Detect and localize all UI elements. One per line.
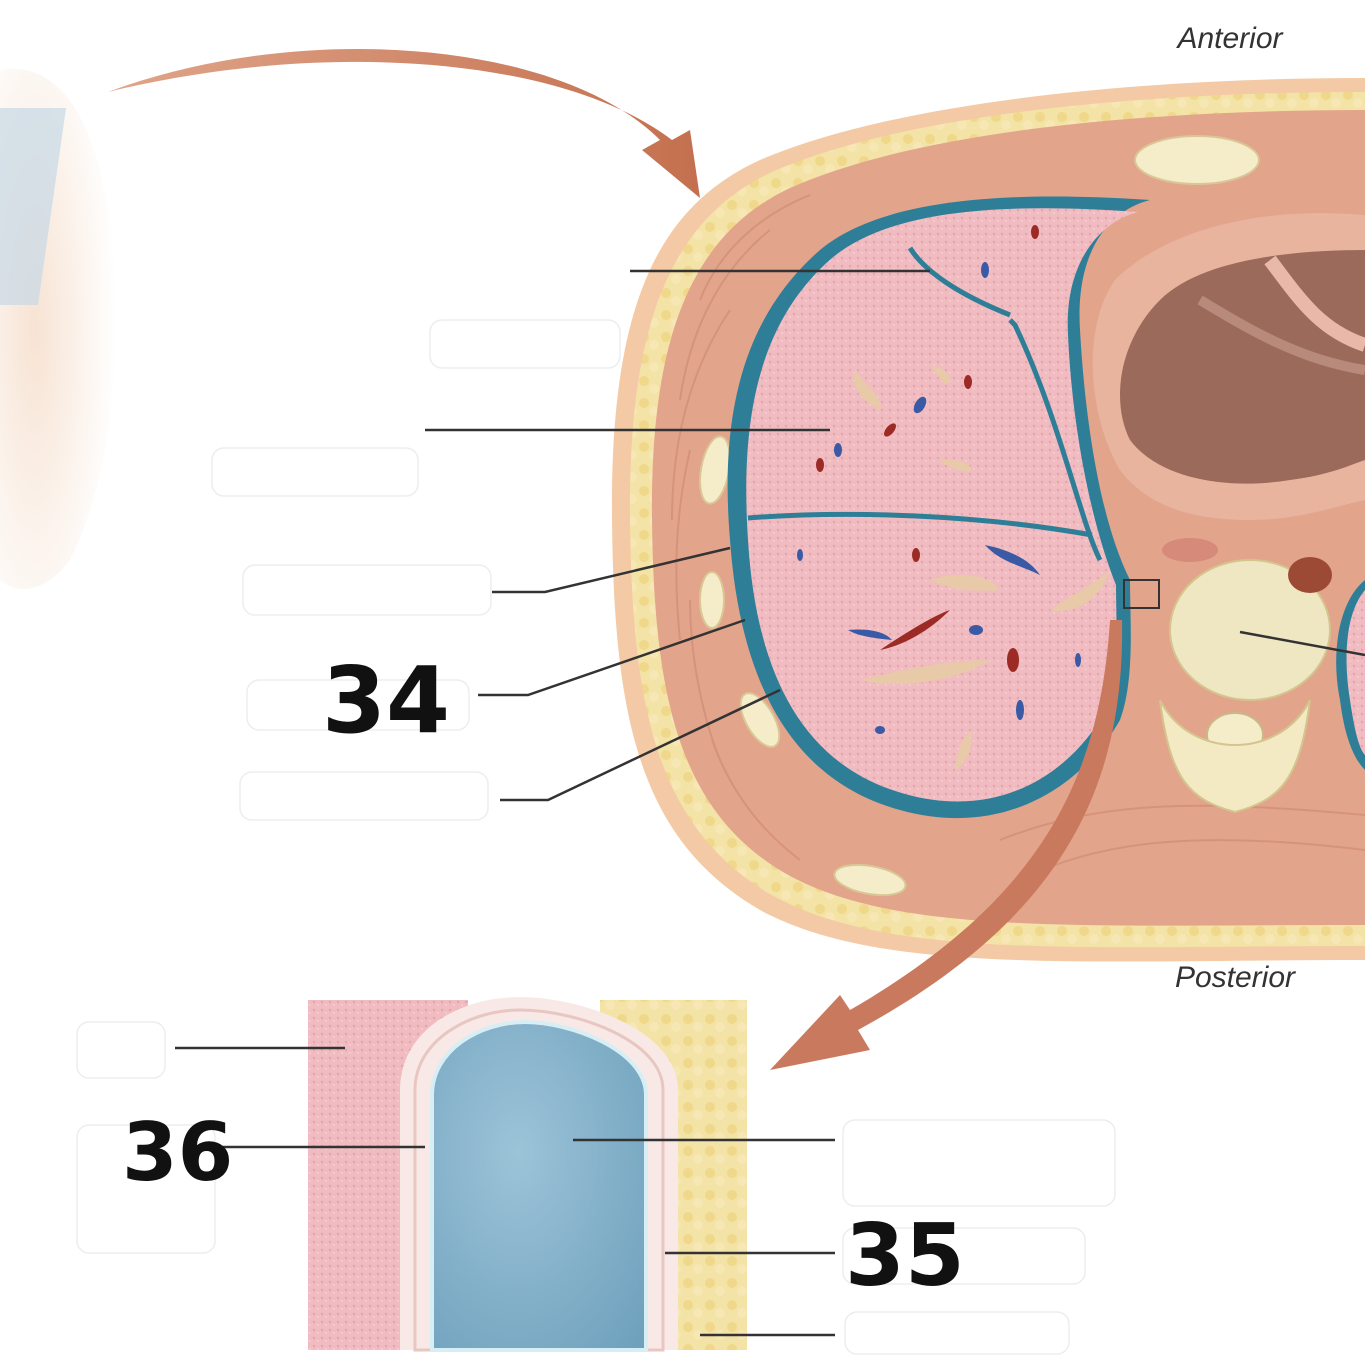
blank-label-3: [242, 564, 492, 616]
handwritten-number-34: 34: [322, 647, 450, 754]
sternum: [1134, 135, 1260, 185]
lung-vessels: [797, 225, 1110, 770]
blank-label-5: [239, 771, 489, 821]
blank-label-10: [844, 1311, 1070, 1355]
blank-label-4: [246, 679, 470, 731]
upper-answer-blanks[interactable]: [211, 319, 621, 821]
vertebra: [1159, 538, 1332, 814]
blank-label-7: [76, 1124, 216, 1254]
upper-leader-lines: [425, 269, 1365, 802]
magnify-box: [1123, 579, 1160, 609]
blank-label-8: [842, 1119, 1116, 1207]
pointer-arrow-bottom: [770, 620, 1123, 1070]
handwritten-number-36: 36: [122, 1106, 233, 1199]
anterior-label: Anterior: [1175, 22, 1283, 55]
oblique-fissure: [747, 511, 1093, 538]
torso-figure: [0, 68, 117, 589]
blank-label-2: [211, 447, 419, 497]
inset-answer-blanks[interactable]: [76, 1021, 1116, 1355]
inset-pleural-cavity: [430, 1019, 648, 1352]
blank-label-1: [429, 319, 621, 369]
blank-label-9: [842, 1227, 1086, 1285]
blank-label-6: [76, 1021, 166, 1079]
magnified-pleura-inset: [308, 997, 747, 1352]
cross-section: [611, 78, 1365, 962]
horizontal-fissure: [907, 246, 1011, 318]
right-lung: [746, 208, 1138, 802]
inset-leader-lines: [175, 1046, 835, 1337]
posterior-label: Posterior: [1175, 961, 1296, 994]
handwritten-number-35: 35: [845, 1206, 965, 1306]
pointer-arrow-top: [108, 48, 700, 198]
section-plane-icon: [0, 108, 66, 305]
